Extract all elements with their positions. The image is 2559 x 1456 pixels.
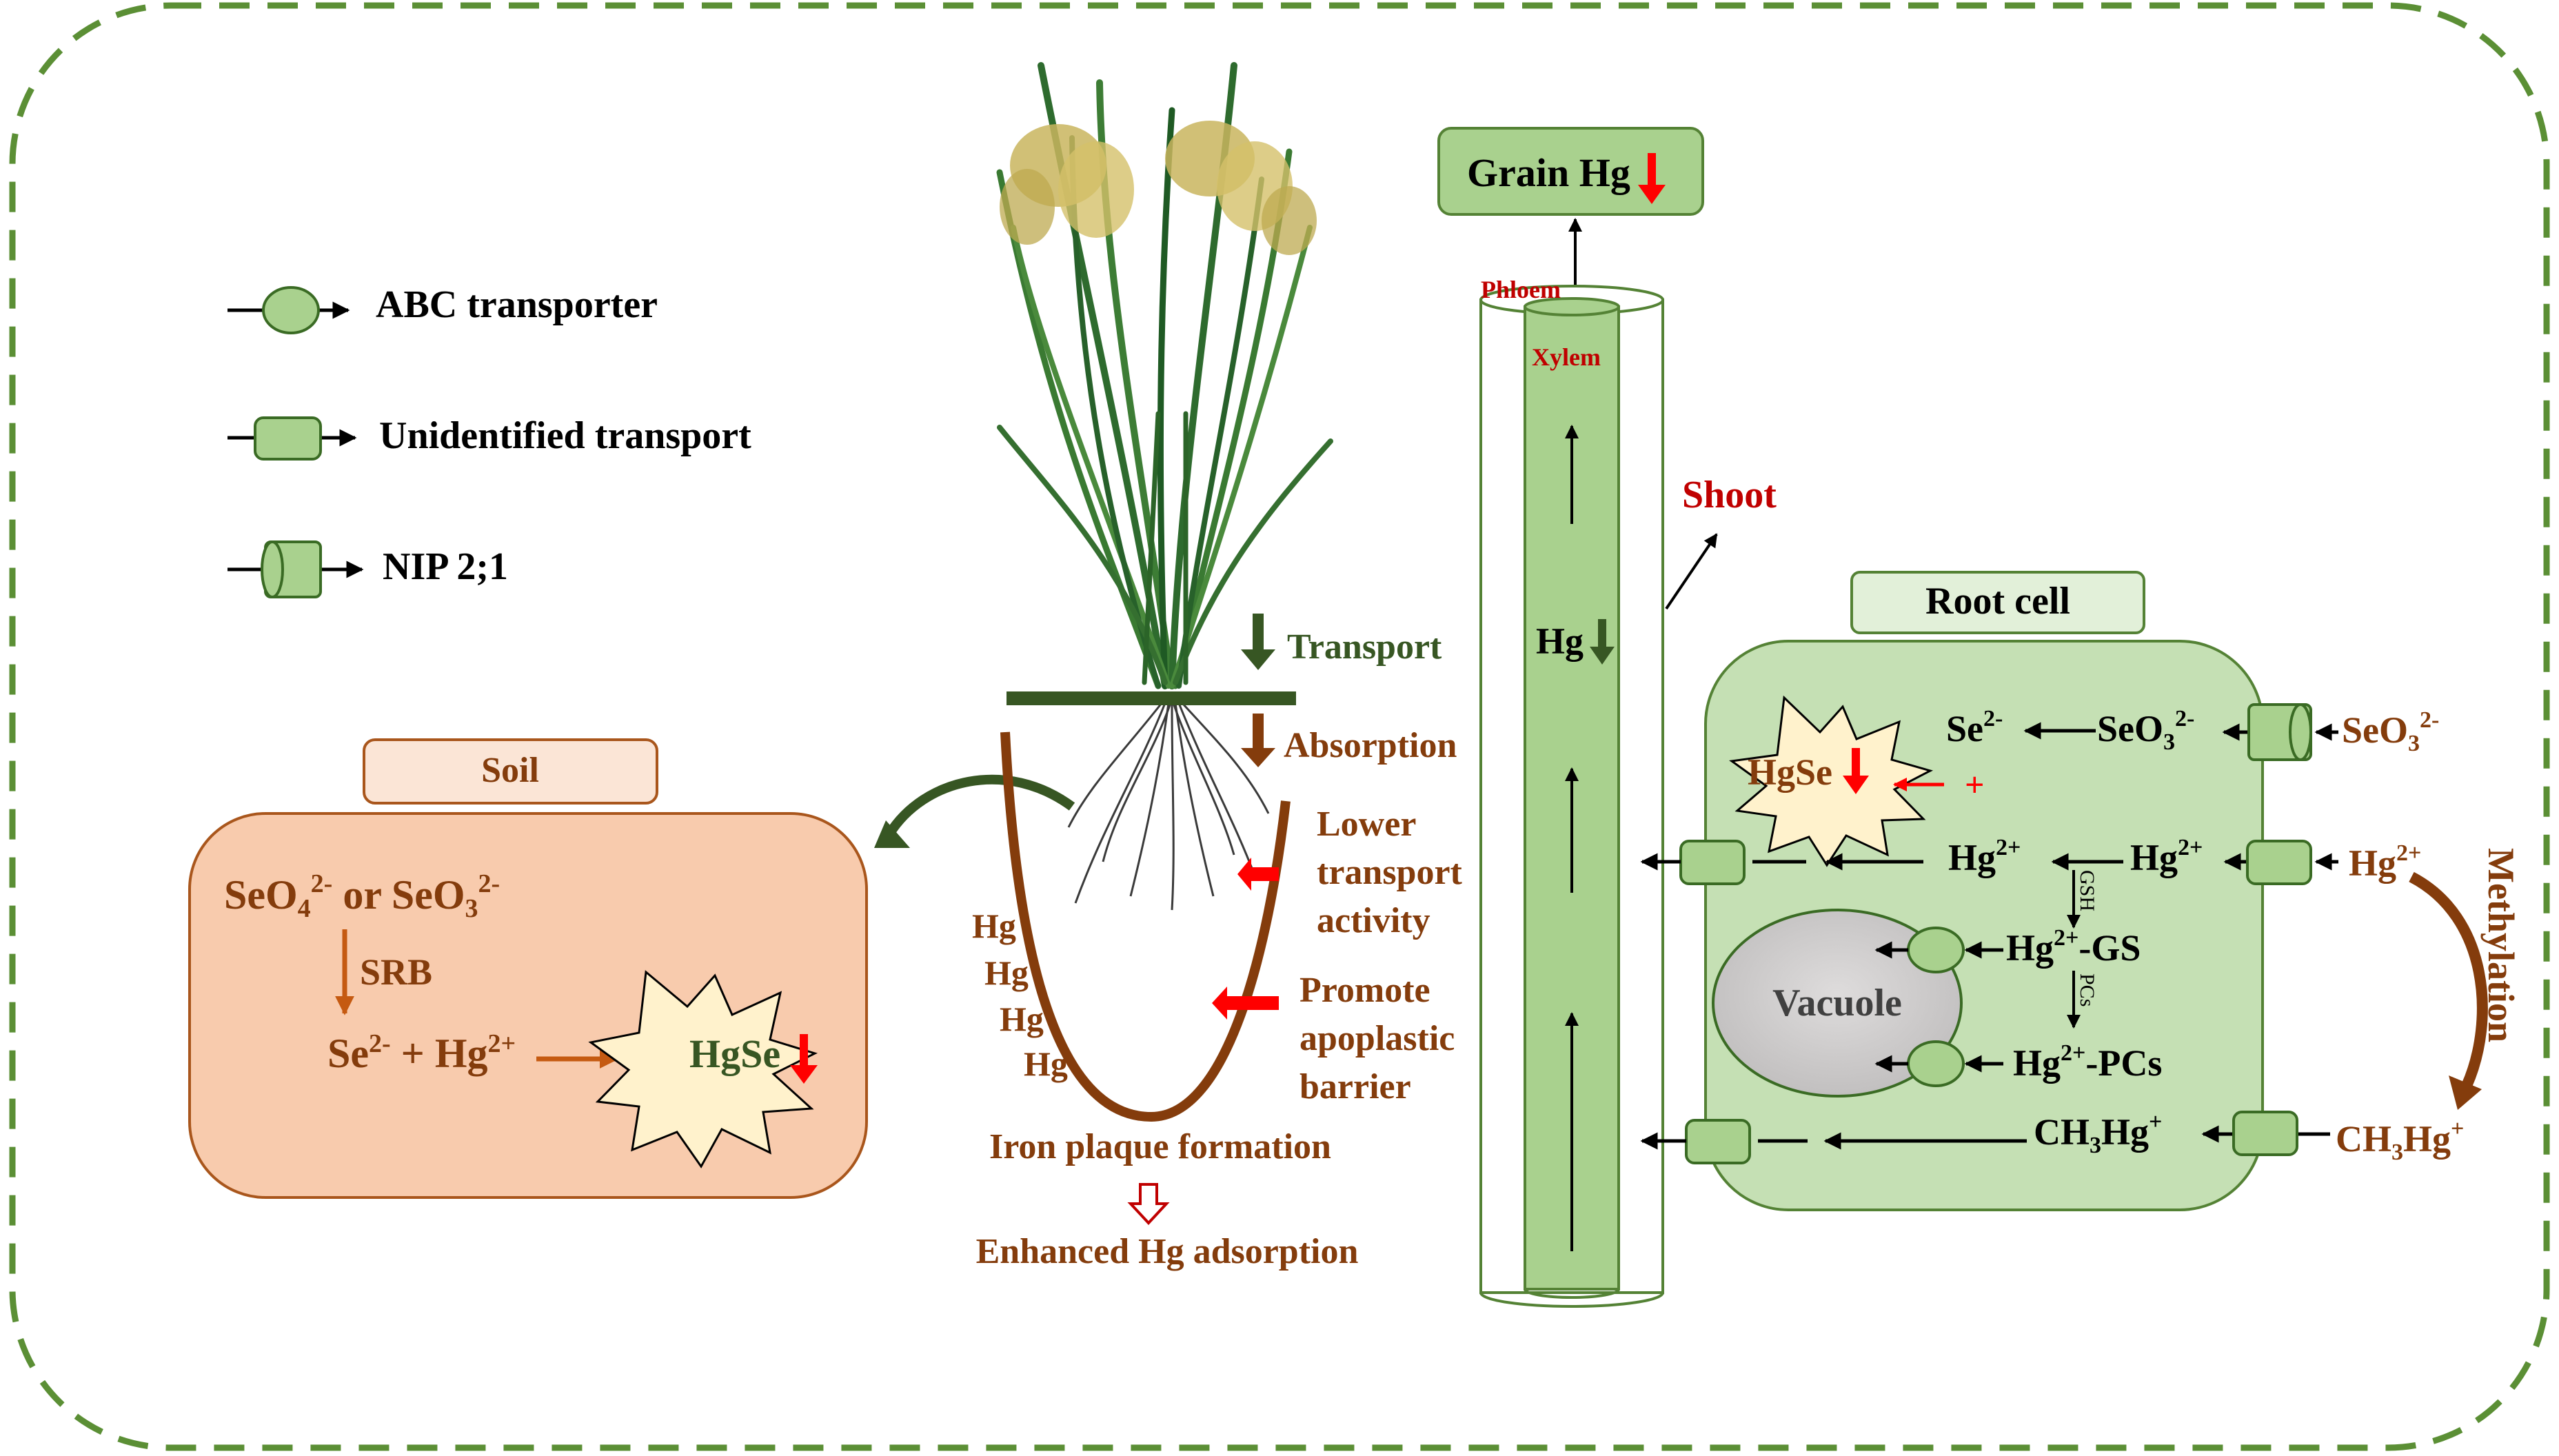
outer-dashed-frame xyxy=(9,2,2550,1451)
cell-hgse-label: HgSe xyxy=(1748,751,1832,793)
shoot-label: Shoot xyxy=(1682,474,1777,516)
gsh-label: GSH xyxy=(2076,870,2098,911)
lower-transport-red-arrow xyxy=(1237,858,1279,891)
absorption-label: Absorption xyxy=(1284,726,1457,765)
abc-transporter-pcs xyxy=(1907,1040,1965,1087)
root-hg-1: Hg xyxy=(972,907,1016,945)
soil-hgse-label: HgSe xyxy=(689,1031,780,1076)
cell-nip-transporter xyxy=(2247,703,2312,761)
xylem-bottom xyxy=(1524,1288,1620,1299)
cell-hg-pcs: Hg2+-PCs xyxy=(2013,1040,2162,1084)
transport-label: Transport xyxy=(1287,627,1442,667)
soil-label-box xyxy=(363,738,658,805)
root-cell: Root cell HgSe + Se2- SeO32- SeO32- xyxy=(1640,571,2522,1211)
cell-hgse-burst xyxy=(1729,695,1934,867)
soil-se-hg-reaction: Se2- + Hg2+ xyxy=(327,1029,516,1076)
root-cell-title-box xyxy=(1850,571,2145,634)
abc-transporter-icon xyxy=(262,286,320,334)
xylem-label: Xylem xyxy=(1532,343,1601,371)
absorption-indicator: Absorption xyxy=(1241,714,1457,767)
promote-barrier-label: Promote apoplastic barrier xyxy=(1299,971,1464,1106)
root-hg-4: Hg xyxy=(1024,1044,1068,1083)
legend-unidentified-label: Unidentified transport xyxy=(379,414,751,457)
abc-transporter-gs xyxy=(1907,927,1965,973)
methylation-label: Methylation xyxy=(2480,848,2522,1042)
ground-line xyxy=(1007,691,1296,705)
cell-seo3-outer: SeO32- xyxy=(2342,707,2439,756)
pcs-label: PCs xyxy=(2076,973,2098,1007)
root-to-soil-curved-arrow xyxy=(885,774,1075,837)
xylem-hg-down-arrow xyxy=(1590,619,1615,665)
rice-panicles xyxy=(1000,121,1317,255)
soil-panel: Soil SeO42- or SeO32- SRB Se2- + Hg2+ Hg… xyxy=(188,738,868,1199)
cell-hg-mid: Hg2+ xyxy=(2130,835,2203,878)
cell-unidentified-transporter-hg-right xyxy=(2246,840,2312,885)
legend: ABC transporter Unidentified transport N… xyxy=(227,283,751,598)
cell-ch3hg-outer: CH3Hg+ xyxy=(2336,1116,2464,1165)
soil-label: Soil xyxy=(481,751,539,790)
legend-abc-label: ABC transporter xyxy=(376,283,658,326)
grain-hg-down-arrow xyxy=(1638,153,1666,204)
methylation-curved-arrow xyxy=(2409,871,2488,1089)
cell-plus-label: + xyxy=(1965,765,1985,804)
soil-se-species: SeO42- or SeO32- xyxy=(224,869,500,923)
soil-hgse-burst xyxy=(588,970,818,1169)
root-cell-title: Root cell xyxy=(1925,580,2070,623)
enhanced-adsorption-label: Enhanced Hg adsorption xyxy=(976,1232,1359,1271)
root-to-soil-arrowhead xyxy=(874,820,910,848)
iron-plaque-hollow-arrow xyxy=(1127,1183,1170,1225)
srb-label: SRB xyxy=(360,951,432,993)
unidentified-transport-icon xyxy=(254,416,322,461)
vacuole xyxy=(1712,909,1963,1098)
root-hg-3: Hg xyxy=(1000,1000,1044,1038)
cell-se-inner: Se2- xyxy=(1946,706,2003,749)
cell-hg-outer: Hg2+ xyxy=(2349,840,2421,884)
phloem-bottom xyxy=(1479,1292,1664,1308)
root-hg-labels: Hg Hg Hg Hg xyxy=(972,907,1068,1083)
legend-unidentified-transport: Unidentified transport xyxy=(227,414,751,461)
xylem-hg-label: Hg xyxy=(1536,620,1584,662)
vascular-column: Grain Hg Phloem Xylem Hg Shoot xyxy=(1437,127,1777,1308)
nip-cylinder-icon xyxy=(261,540,322,598)
lower-transport-label: Lower transport activity xyxy=(1317,805,1471,940)
cell-unidentified-transporter-ch3hg-right xyxy=(2232,1111,2298,1156)
vacuole-label: Vacuole xyxy=(1772,982,1902,1024)
cell-hgse-down-arrow xyxy=(1843,748,1869,794)
rice-fine-roots xyxy=(1067,702,1270,911)
xylem-top xyxy=(1524,297,1620,316)
cell-hg-left: Hg2+ xyxy=(1948,835,2021,878)
grain-hg-box xyxy=(1437,127,1704,216)
cell-unidentified-transporter-ch3hg-left xyxy=(1685,1119,1751,1164)
cell-hg-gs: Hg2+-GS xyxy=(2006,925,2141,969)
legend-abc-transporter: ABC transporter xyxy=(227,283,658,334)
legend-nip: NIP 2;1 xyxy=(227,540,508,598)
cell-ch3hg-inner: CH3Hg+ xyxy=(2034,1109,2162,1158)
phloem-label: Phloem xyxy=(1481,276,1561,303)
promote-barrier-red-arrow xyxy=(1212,987,1279,1020)
grain-hg-label: Grain Hg xyxy=(1467,150,1630,195)
iron-plaque-label: Iron plaque formation xyxy=(989,1127,1331,1166)
transport-indicator: Transport xyxy=(1241,614,1442,670)
methylation-arrowhead xyxy=(2449,1075,2482,1110)
rice-plant xyxy=(996,62,1333,911)
legend-nip-label: NIP 2;1 xyxy=(383,545,508,588)
root-hg-2: Hg xyxy=(984,953,1029,992)
cell-seo3-inner: SeO32- xyxy=(2097,706,2194,755)
shoot-arrow xyxy=(1665,533,1718,610)
root-u-shape xyxy=(1000,731,1291,1122)
soil-hgse-down-arrow xyxy=(790,1034,818,1084)
cell-unidentified-transporter-hg-left xyxy=(1679,840,1746,885)
